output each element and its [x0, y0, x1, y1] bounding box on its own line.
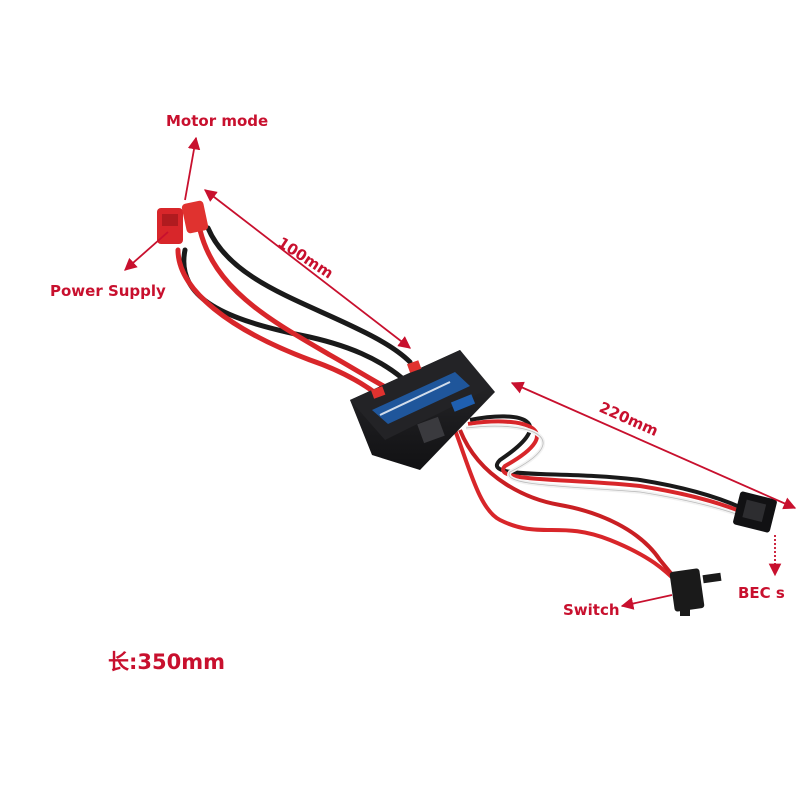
- motor-mode-label: Motor mode: [166, 112, 269, 130]
- annotation-arrows: [124, 136, 797, 610]
- switch-lead: [453, 429, 722, 616]
- bec-servo-lead: [465, 414, 777, 533]
- esc-module: [350, 350, 495, 470]
- switch-label: Switch: [563, 601, 620, 619]
- motor-connector: [181, 200, 209, 234]
- power-supply-wires: [175, 247, 405, 398]
- power-supply-label: Power Supply: [50, 282, 166, 300]
- total-length-label: 长:350mm: [108, 650, 225, 674]
- bec-label: BEC s: [738, 584, 785, 602]
